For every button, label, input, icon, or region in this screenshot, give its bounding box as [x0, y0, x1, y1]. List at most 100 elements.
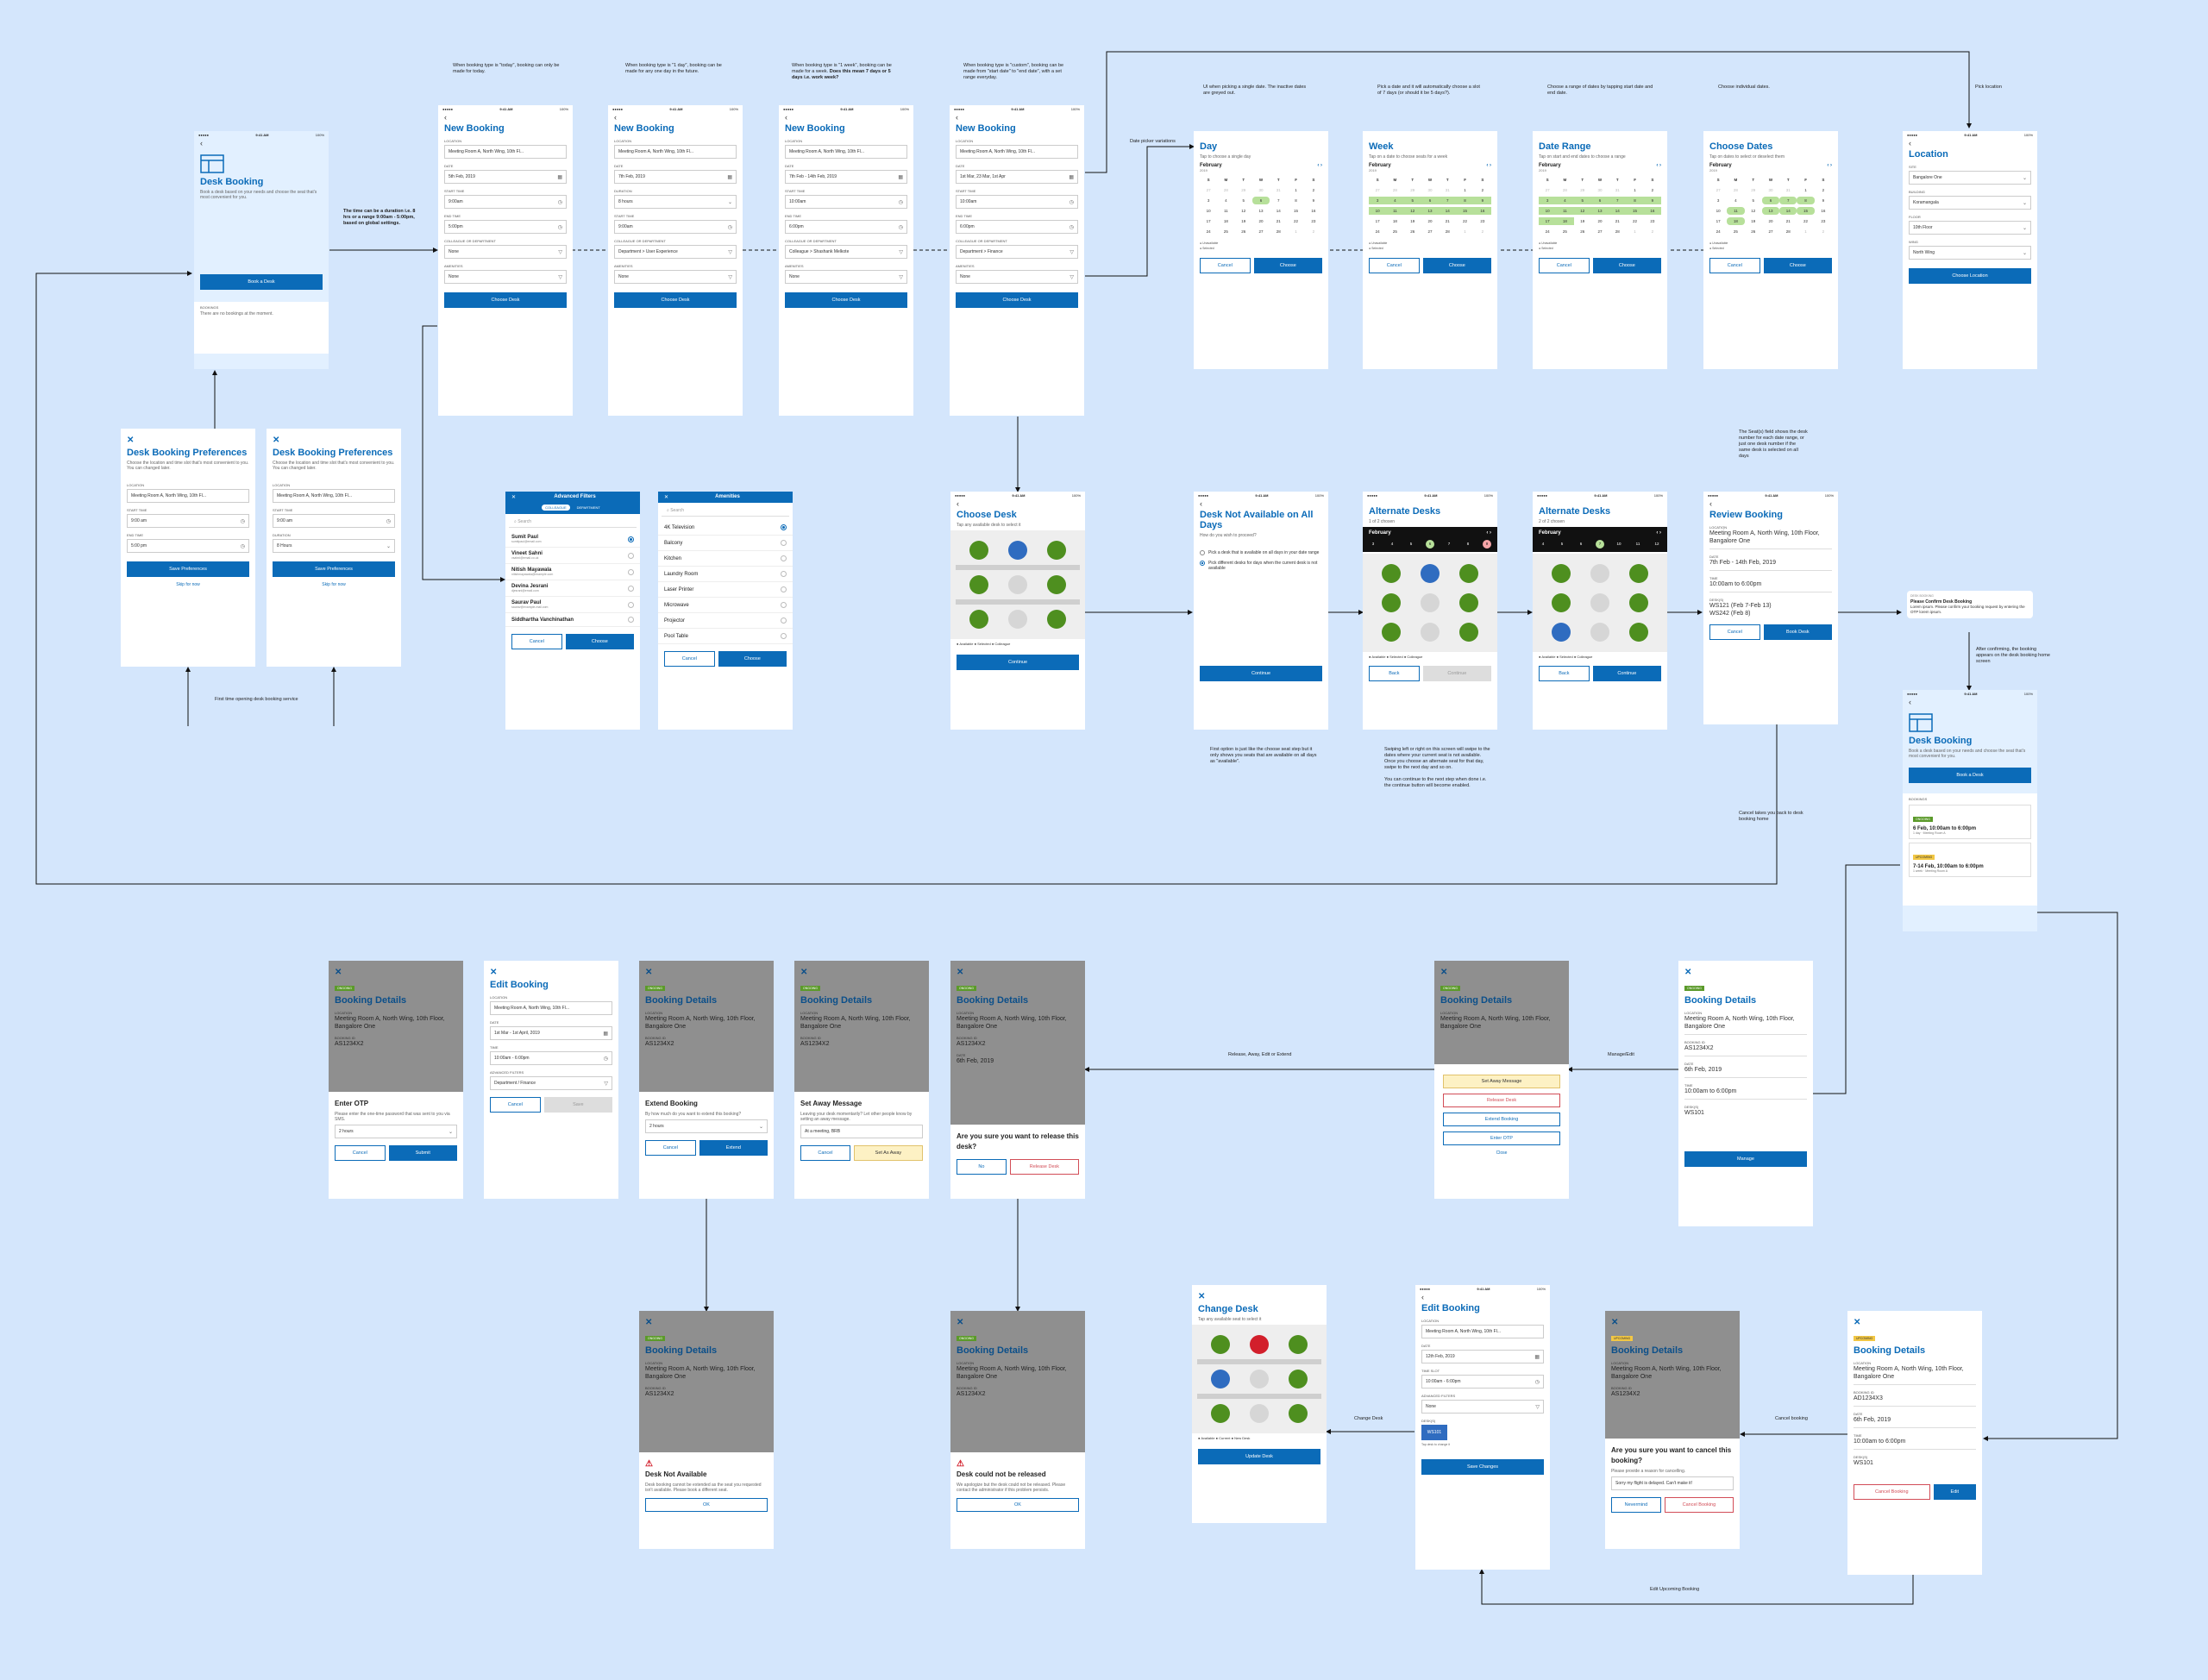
day[interactable]: 13 [1258, 209, 1264, 213]
time-field[interactable]: 10:00am - 6:00pm◷ [490, 1051, 612, 1065]
choose-desk-button[interactable]: Choose Desk [444, 292, 567, 308]
desk[interactable] [1289, 1404, 1308, 1423]
week-day[interactable]: 6 [1579, 542, 1583, 546]
location-field[interactable]: Meeting Room A, North Wing, 10th Fl... [490, 1001, 612, 1015]
radio[interactable] [628, 568, 634, 575]
list-item[interactable]: 4K Television [658, 520, 793, 536]
choose-button[interactable]: Choose [1763, 258, 1832, 273]
desk[interactable] [1210, 1404, 1230, 1423]
day[interactable]: 5 [1242, 198, 1245, 203]
date-field[interactable]: 12th Feb, 2019▦ [1421, 1350, 1544, 1363]
enter-otp-button[interactable]: Enter OTP [1443, 1131, 1560, 1145]
cancel-button[interactable]: Cancel [645, 1140, 696, 1156]
close-icon[interactable]: ✕ [1684, 968, 1692, 977]
day[interactable]: 17 [1539, 217, 1557, 225]
day[interactable]: 4 [1225, 198, 1227, 203]
edit-button[interactable]: Edit [1933, 1484, 1976, 1500]
desk[interactable] [1047, 610, 1067, 629]
radio[interactable] [781, 524, 787, 530]
cancel-button[interactable]: Cancel [1369, 258, 1420, 273]
week-day[interactable]: 10 [1616, 542, 1622, 546]
update-desk-button[interactable]: Update Desk [1198, 1449, 1320, 1464]
amenities-filter[interactable]: None▽ [444, 270, 567, 284]
close-icon[interactable]: ✕ [645, 1318, 653, 1327]
day[interactable]: 4 [1556, 197, 1574, 204]
cancel-button[interactable]: Cancel [1709, 624, 1760, 640]
time-field-1[interactable]: 9:00am◷ [444, 195, 567, 209]
day[interactable]: 12 [1573, 207, 1591, 215]
day[interactable]: 27 [1427, 229, 1433, 234]
radio[interactable] [781, 602, 787, 608]
desk[interactable] [969, 575, 988, 594]
location-field[interactable]: Meeting Room A, North Wing, 10th Fl... [614, 145, 737, 159]
day[interactable]: 3 [1207, 198, 1210, 203]
choose-button[interactable]: Choose [718, 651, 787, 667]
day[interactable]: 21 [1445, 219, 1450, 223]
day[interactable]: 13 [1590, 207, 1609, 215]
cancel-button[interactable]: Cancel [800, 1145, 850, 1161]
floor-select[interactable]: 10th Floor⌄ [1909, 221, 2031, 235]
time-field-1[interactable]: 8 hours⌄ [614, 195, 737, 209]
day[interactable]: 24 [1375, 229, 1380, 234]
back-icon[interactable]: ‹ [444, 113, 447, 122]
desk[interactable] [1210, 1370, 1230, 1389]
back-icon[interactable]: ‹ [957, 499, 959, 508]
radio[interactable] [628, 617, 634, 623]
day[interactable]: 7 [1609, 197, 1627, 204]
day[interactable]: 20 [1597, 219, 1603, 223]
start-time-field[interactable]: 9:00 am◷ [127, 514, 249, 528]
option-different-desks[interactable]: Pick different desks for days when the c… [1194, 561, 1328, 571]
desk[interactable] [1249, 1335, 1269, 1354]
day[interactable]: 12 [1751, 209, 1756, 213]
desk[interactable] [1551, 623, 1571, 642]
day[interactable]: 22 [1463, 219, 1468, 223]
cancel-booking-button[interactable]: Cancel Booking [1854, 1484, 1930, 1500]
location-field[interactable]: Meeting Room A, North Wing, 10th Fl... [273, 489, 395, 503]
end-time-field[interactable]: 5:00 pm◷ [127, 539, 249, 553]
day[interactable]: 24 [1716, 229, 1721, 234]
day[interactable]: 21 [1785, 219, 1791, 223]
day[interactable]: 8 [1797, 197, 1815, 204]
day[interactable]: 14 [1609, 207, 1627, 215]
chevrons-icon[interactable]: ‹ › [1486, 530, 1491, 536]
day[interactable]: 3 [1369, 197, 1387, 204]
day[interactable]: 28 [1785, 229, 1791, 234]
day[interactable]: 18 [1556, 217, 1574, 225]
tab-colleague[interactable]: COLLEAGUE [542, 505, 570, 511]
day[interactable]: 4 [1386, 197, 1404, 204]
time-field-2[interactable]: 5:00pm◷ [444, 220, 567, 234]
desk[interactable] [1289, 1335, 1308, 1354]
week-day[interactable]: 8 [1466, 542, 1470, 546]
day[interactable]: 8 [1295, 198, 1297, 203]
desk[interactable] [1007, 541, 1027, 560]
week-day[interactable]: 5 [1409, 542, 1413, 546]
skip-link[interactable]: Skip for now [322, 582, 346, 587]
day[interactable]: 25 [1223, 229, 1228, 234]
location-field[interactable]: Meeting Room A, North Wing, 10th Fl... [956, 145, 1078, 159]
wing-select[interactable]: North Wing⌄ [1909, 246, 2031, 260]
day[interactable]: 1 [1464, 188, 1466, 192]
list-item[interactable]: Microwave [658, 598, 793, 613]
extend-booking-button[interactable]: Extend Booking [1443, 1113, 1560, 1126]
radio[interactable] [628, 585, 634, 592]
desk[interactable] [1381, 593, 1401, 612]
desk[interactable] [1381, 564, 1401, 583]
close-icon[interactable]: ✕ [511, 495, 517, 500]
chevrons-icon[interactable]: ‹ › [1656, 163, 1661, 168]
day[interactable]: 21 [1615, 219, 1620, 223]
day[interactable]: 26 [1580, 229, 1585, 234]
day[interactable]: 21 [1276, 219, 1281, 223]
day[interactable]: 20 [1768, 219, 1773, 223]
radio[interactable] [781, 555, 787, 561]
day[interactable]: 14 [1779, 207, 1797, 215]
date-field[interactable]: 1st Mar - 1st April, 2019▦ [490, 1026, 612, 1040]
save-preferences-button[interactable]: Save Preferences [127, 561, 249, 577]
week-day[interactable]: 6 [1426, 540, 1434, 549]
day[interactable]: 16 [1473, 207, 1491, 215]
desk[interactable] [1459, 623, 1479, 642]
nevermind-button[interactable]: Nevermind [1611, 1497, 1661, 1513]
day[interactable]: 6 [1761, 197, 1780, 204]
cancel-button[interactable]: Cancel [511, 634, 562, 649]
day[interactable]: 28 [1445, 229, 1450, 234]
